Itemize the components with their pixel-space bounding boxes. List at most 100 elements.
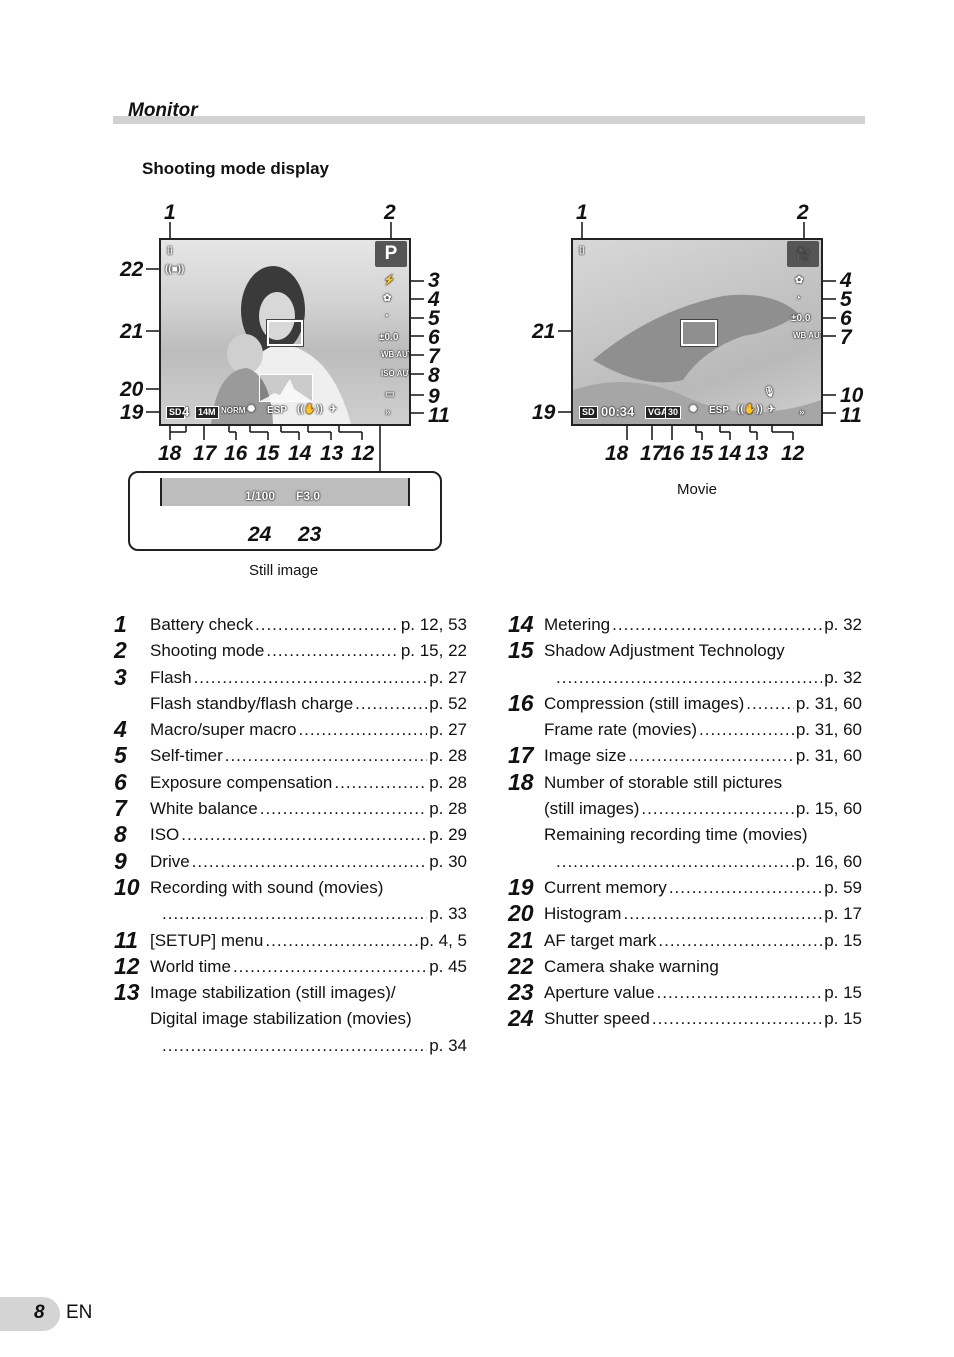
legend-row: Battery checkp. 12, 53 (150, 612, 467, 638)
movie-label-14: 14 (718, 442, 742, 465)
legend-label: Drive (150, 851, 190, 871)
legend-entry: 20Histogramp. 17 (508, 900, 862, 927)
legend-number: 3 (114, 663, 127, 690)
legend-page: p. 28 (429, 799, 467, 819)
still-label-1: 1 (164, 201, 176, 224)
movie-af-target-mark (681, 320, 717, 346)
legend-row: [SETUP] menup. 4, 5 (150, 928, 467, 954)
still-screen: ▯ ((■)) P ⚡ ✿ ◔ ±0.0 WB AUTO ISO AUTO ▭ … (159, 238, 411, 426)
movie-label-18: 18 (605, 442, 629, 465)
still-label-15: 15 (256, 442, 280, 465)
still-label-23: 23 (298, 523, 322, 546)
leader-dots (298, 717, 427, 743)
legend-number: 6 (114, 768, 127, 795)
iso-value: ISO AUTO (381, 369, 409, 378)
world-time-icon: ✈ (329, 404, 338, 415)
setup-menu-icon: » (385, 407, 391, 418)
remaining-time: 00:34 (601, 404, 635, 419)
legend-entry: p. 16, 60 (544, 849, 862, 875)
still-caption: Still image (249, 562, 319, 579)
movie-label-1: 1 (576, 201, 588, 224)
frame-rate: 30 (665, 406, 682, 419)
movie-label-4: 4 (840, 269, 852, 292)
legend-entry: (still images)p. 15, 60 (544, 796, 862, 822)
legend-number: 12 (114, 952, 140, 979)
legend-label: Metering (544, 615, 611, 634)
shutter-speed: 1/100 (245, 489, 276, 503)
legend-number: 23 (508, 979, 534, 1006)
legend-label: Digital image stabilization (movies) (150, 1009, 412, 1029)
leader-dots (623, 901, 822, 927)
legend-number: 10 (114, 873, 140, 900)
movie-stabilization-icon: ((✋)) (737, 404, 763, 415)
legend-entry: 8ISOp. 29 (114, 821, 467, 848)
legend-label: Image size (544, 746, 627, 766)
movie-white-balance: WB AUTO (793, 331, 821, 340)
memory-icon: SD (166, 406, 185, 419)
metering: ESP (267, 405, 288, 416)
legend-page: p. 15 (824, 930, 862, 950)
leader-dots (265, 928, 417, 954)
legend-number: 20 (508, 900, 534, 927)
movie-label-6: 6 (840, 307, 852, 330)
legend-row: p. 32 (544, 665, 862, 691)
section-bar (113, 116, 865, 124)
macro-icon: ✿ (383, 293, 392, 304)
leader-dots (334, 770, 427, 796)
legend-page: p. 4, 5 (419, 930, 467, 950)
legend-entry: Flash standby/flash chargep. 52 (150, 691, 467, 717)
leader-dots (641, 796, 793, 822)
drive-icon: ▭ (385, 389, 395, 400)
legend-entry: 3Flashp. 27 (114, 664, 467, 691)
legend-entry: p. 32 (544, 665, 862, 691)
legend-entry: Digital image stabilization (movies) (150, 1006, 467, 1032)
still-label-24: 24 (248, 523, 272, 546)
still-label-14: 14 (288, 442, 312, 465)
leader-dots (181, 822, 427, 848)
legend-row: Frame rate (movies)p. 31, 60 (544, 717, 862, 743)
movie-label-16: 16 (661, 442, 685, 465)
still-label-11: 11 (428, 404, 450, 427)
movie-label-13: 13 (745, 442, 769, 465)
leader-dots (266, 638, 398, 664)
movie-label-12: 12 (781, 442, 805, 465)
legend-number: 15 (508, 637, 534, 664)
af-target-mark (267, 320, 303, 346)
movie-label-19: 19 (532, 401, 556, 424)
leader-dots (260, 796, 427, 822)
legend-page: p. 31, 60 (795, 720, 862, 740)
leader-dots (556, 665, 822, 691)
movie-memory-icon: SD (579, 406, 598, 419)
still-label-7: 7 (428, 345, 440, 368)
legend-row: Aperture valuep. 15 (544, 980, 862, 1006)
movie-label-15: 15 (690, 442, 714, 465)
legend-label: Flash standby/flash charge (150, 693, 354, 713)
movie-screen: ▯ 🎥 ✿ ◔ ±0.0 WB AUTO 🎙 » SD 00:34 VGA 30… (571, 238, 823, 426)
legend-row: p. 34 (150, 1033, 467, 1059)
stabilization-icon: ((✋)) (297, 404, 323, 415)
legend-row: (still images)p. 15, 60 (544, 796, 862, 822)
camera-shake-icon: ((■)) (165, 264, 185, 275)
legend-page: p. 31, 60 (795, 746, 862, 766)
legend-page: p. 15, 22 (400, 641, 467, 661)
leader-dots (162, 901, 427, 927)
legend-page: p. 30 (429, 851, 467, 871)
legend-number: 5 (114, 742, 127, 769)
compression: NORM (221, 406, 246, 415)
still-label-2: 2 (384, 201, 396, 224)
still-label-18: 18 (158, 442, 182, 465)
legend-label: Shooting mode (150, 641, 265, 661)
legend-number: 21 (508, 926, 534, 953)
legend-row: Current memoryp. 59 (544, 875, 862, 901)
